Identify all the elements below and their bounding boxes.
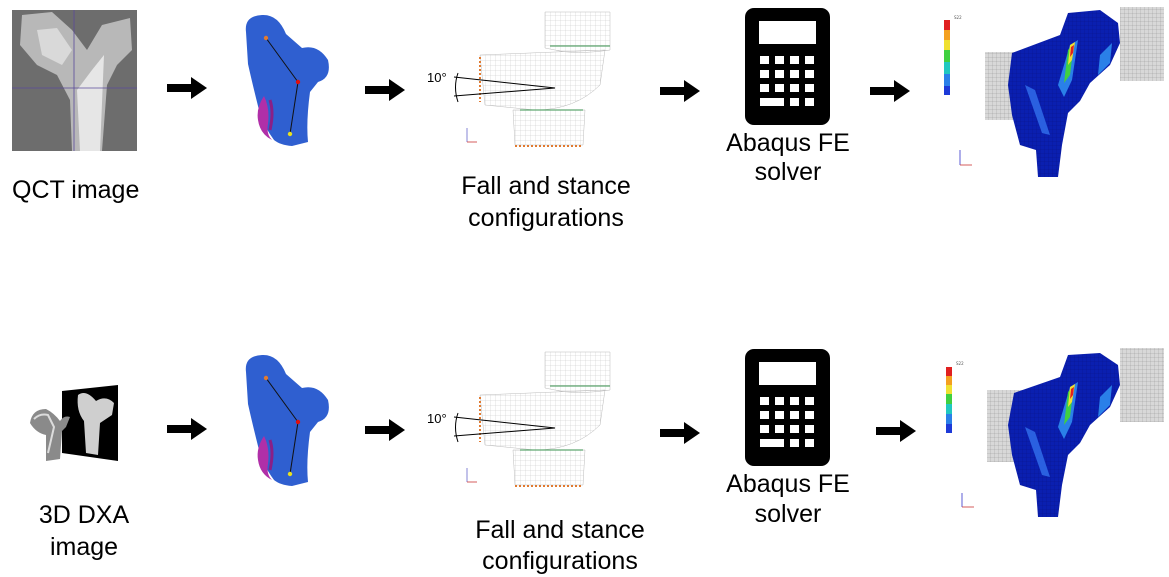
input-label-line2: image	[49, 533, 119, 561]
config-mesh	[453, 351, 611, 487]
femur-mesh	[245, 354, 329, 486]
right-arrow-icon	[660, 422, 700, 444]
qct-image	[12, 10, 137, 151]
femur-mesh	[245, 14, 329, 147]
right-arrow-icon	[660, 80, 700, 102]
config-label-line1: Fall and stance	[475, 516, 645, 544]
solver-label-line2: solver	[754, 500, 822, 528]
right-arrow-icon	[870, 80, 910, 102]
config-label-line2: configurations	[468, 204, 624, 232]
solver-label-line1: Abaqus FE	[726, 470, 850, 498]
input-label: QCT image	[12, 176, 140, 204]
config-label-line1: Fall and stance	[461, 172, 631, 200]
fe-result: S22	[946, 348, 1164, 517]
input-label-line1: 3D DXA	[38, 501, 130, 529]
calculator-icon	[745, 349, 830, 466]
right-arrow-icon	[167, 418, 207, 440]
svg-text:S22: S22	[954, 15, 962, 20]
right-arrow-icon	[167, 77, 207, 99]
fe-result: S22	[944, 7, 1164, 177]
solver-label-line2: solver	[754, 158, 822, 186]
dxa-image	[30, 385, 118, 461]
right-arrow-icon	[365, 79, 405, 101]
calculator-icon	[745, 8, 830, 125]
svg-text:S22: S22	[956, 361, 964, 366]
right-arrow-icon	[876, 420, 916, 442]
right-arrow-icon	[365, 419, 405, 441]
angle-label: 10°	[427, 411, 447, 426]
angle-label: 10°	[427, 70, 447, 85]
solver-label-line1: Abaqus FE	[726, 129, 850, 157]
config-label-line2: configurations	[482, 547, 638, 575]
config-mesh	[453, 11, 611, 147]
